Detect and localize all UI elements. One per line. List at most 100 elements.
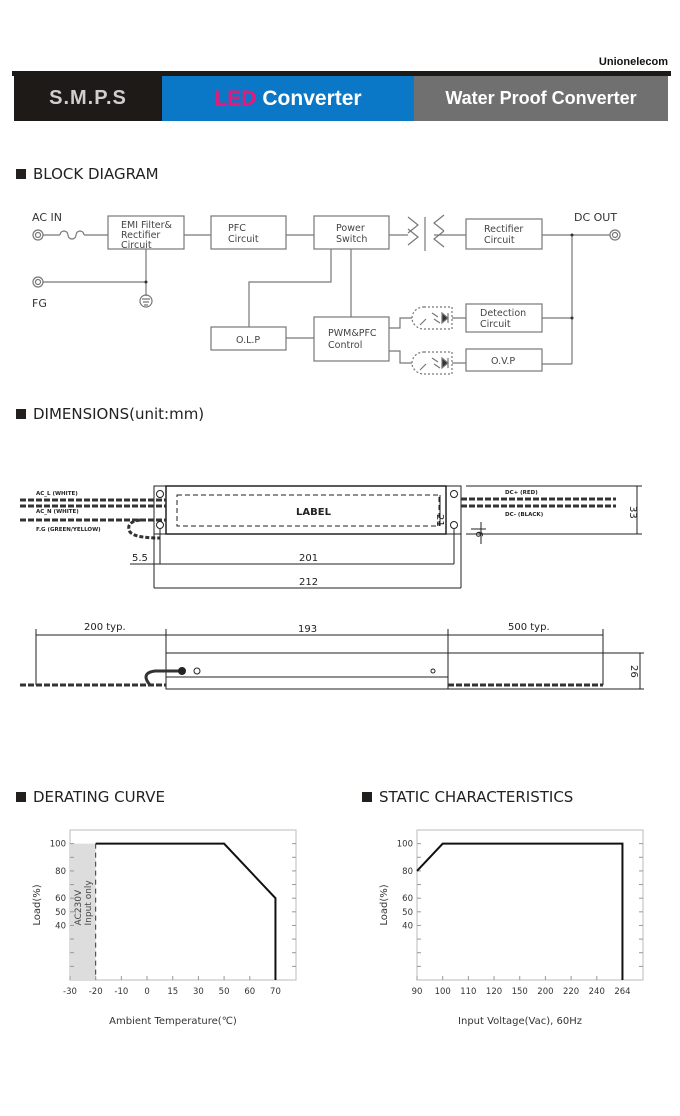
power-switch-label: Power: [336, 223, 365, 234]
section-dimensions: DIMENSIONS(unit:mm): [16, 405, 204, 423]
x-tick-label: 60: [244, 987, 255, 997]
block-diagram: AC IN FG DC OUT EMI Filter& Rectifier Ci…: [32, 211, 621, 375]
y-tick-label: 100: [50, 840, 66, 850]
olp-label: O.L.P: [236, 335, 260, 346]
block-pwm: [313, 316, 390, 362]
dim-input-wire: 200 typ.: [84, 622, 126, 633]
dim-side-height: 26: [628, 665, 639, 678]
y-tick-label: 40: [402, 921, 413, 931]
bullet-square-icon: [16, 409, 26, 419]
fg-label: FG: [32, 297, 47, 310]
x-tick-label: 200: [537, 987, 553, 997]
series-line: [416, 842, 624, 980]
output-wires: [461, 497, 616, 508]
ground-screw-icon: [193, 667, 201, 675]
y-axis-label: Load(%): [379, 884, 390, 925]
x-axis-label: Input Voltage(Vac), 60Hz: [458, 1016, 582, 1027]
section-title: STATIC CHARACTERISTICS: [379, 788, 574, 806]
emi-label: Circuit: [121, 240, 152, 251]
ground-icon: [139, 294, 153, 308]
y-tick-label: 40: [55, 921, 66, 931]
ac-in-terminal-icon: [32, 229, 44, 241]
x-tick-label: 30: [193, 987, 204, 997]
led-accent-text: LED: [214, 86, 257, 110]
wire-label: F.G (GREEN/YELLOW): [36, 527, 101, 533]
x-tick-label: 240: [589, 987, 605, 997]
x-tick-label: -20: [89, 987, 103, 997]
dim-overall: 212: [299, 577, 318, 588]
section-static: STATIC CHARACTERISTICS: [362, 788, 573, 806]
power-switch-label: Switch: [336, 234, 367, 245]
label-area: [176, 494, 440, 527]
pfc-label: Circuit: [228, 234, 259, 245]
x-tick-label: 220: [563, 987, 579, 997]
emi-label: Rectifier: [121, 230, 160, 241]
series-line: [95, 842, 277, 980]
dim-body: 193: [298, 624, 317, 635]
annotation-text: AC230V: [74, 889, 84, 925]
annotation-text: Input only: [84, 880, 94, 926]
x-tick-label: 150: [512, 987, 528, 997]
bullet-square-icon: [362, 792, 372, 802]
pwm-label: Control: [328, 340, 362, 351]
dim-output-wire: 500 typ.: [508, 622, 550, 633]
y-tick-label: 80: [55, 867, 66, 877]
dim-mount-height: 21: [434, 514, 445, 527]
dimension-side-view: 200 typ. 193 500 typ. 26: [20, 622, 644, 690]
y-tick-label: 60: [402, 894, 413, 904]
plot-frame: [416, 829, 644, 981]
section-block-diagram: BLOCK DIAGRAM: [16, 165, 159, 183]
dim-mount: 201: [299, 553, 318, 564]
dim-offset: 5.5: [132, 553, 148, 564]
detection-label: Detection: [480, 308, 526, 319]
header-waterproof: Water Proof Converter: [414, 76, 668, 121]
block-pfc: [210, 215, 287, 250]
y-tick-label: 60: [55, 894, 66, 904]
section-title: BLOCK DIAGRAM: [33, 165, 159, 183]
rectifier-label: Circuit: [484, 235, 515, 246]
header-smps: S.M.P.S: [14, 76, 162, 121]
x-tick-label: -10: [114, 987, 128, 997]
x-tick-label: -30: [63, 987, 77, 997]
x-tick-label: 50: [219, 987, 230, 997]
plot-frame: [69, 829, 297, 981]
wire-label: AC_L (WHITE): [36, 491, 78, 497]
y-tick-label: 100: [397, 840, 413, 850]
x-tick-label: 90: [412, 987, 423, 997]
y-tick-label: 50: [55, 908, 66, 918]
header-rule: [12, 71, 671, 76]
y-tick-label: 80: [402, 867, 413, 877]
optocoupler-icon: [411, 351, 466, 375]
detection-label: Circuit: [480, 319, 511, 330]
x-tick-label: 264: [614, 987, 630, 997]
dim-tab: 6: [473, 531, 484, 537]
label-text: LABEL: [296, 507, 332, 518]
x-axis-label: Ambient Temperature(℃): [109, 1016, 237, 1027]
block-rectifier: [465, 218, 543, 250]
x-tick-label: 0: [144, 987, 149, 997]
dimension-top-view: LABEL AC_L (WHITE) AC_N (WHITE) F.G (GRE…: [20, 485, 642, 589]
shaded-region: [70, 843, 96, 980]
section-title: DIMENSIONS(unit:mm): [33, 405, 205, 423]
ac-in-label: AC IN: [32, 211, 62, 224]
dim-height: 33: [627, 506, 638, 519]
y-axis-label: Load(%): [32, 884, 43, 925]
y-tick-label: 50: [402, 908, 413, 918]
dc-out-label: DC OUT: [574, 211, 617, 224]
fg-terminal-icon: [32, 276, 44, 288]
section-derating: DERATING CURVE: [16, 788, 165, 806]
block-ovp: [465, 348, 543, 372]
bullet-square-icon: [16, 792, 26, 802]
optocoupler-icon: [411, 306, 466, 330]
x-tick-label: 120: [486, 987, 502, 997]
converter-text: Converter: [262, 86, 362, 110]
header-led-converter: LED Converter: [162, 76, 414, 121]
section-title: DERATING CURVE: [33, 788, 165, 806]
input-wires: [20, 498, 166, 522]
x-tick-label: 110: [460, 987, 476, 997]
fuse-icon: [43, 230, 108, 240]
emi-label: EMI Filter&: [121, 220, 173, 231]
pwm-label: PWM&PFC: [328, 328, 377, 339]
